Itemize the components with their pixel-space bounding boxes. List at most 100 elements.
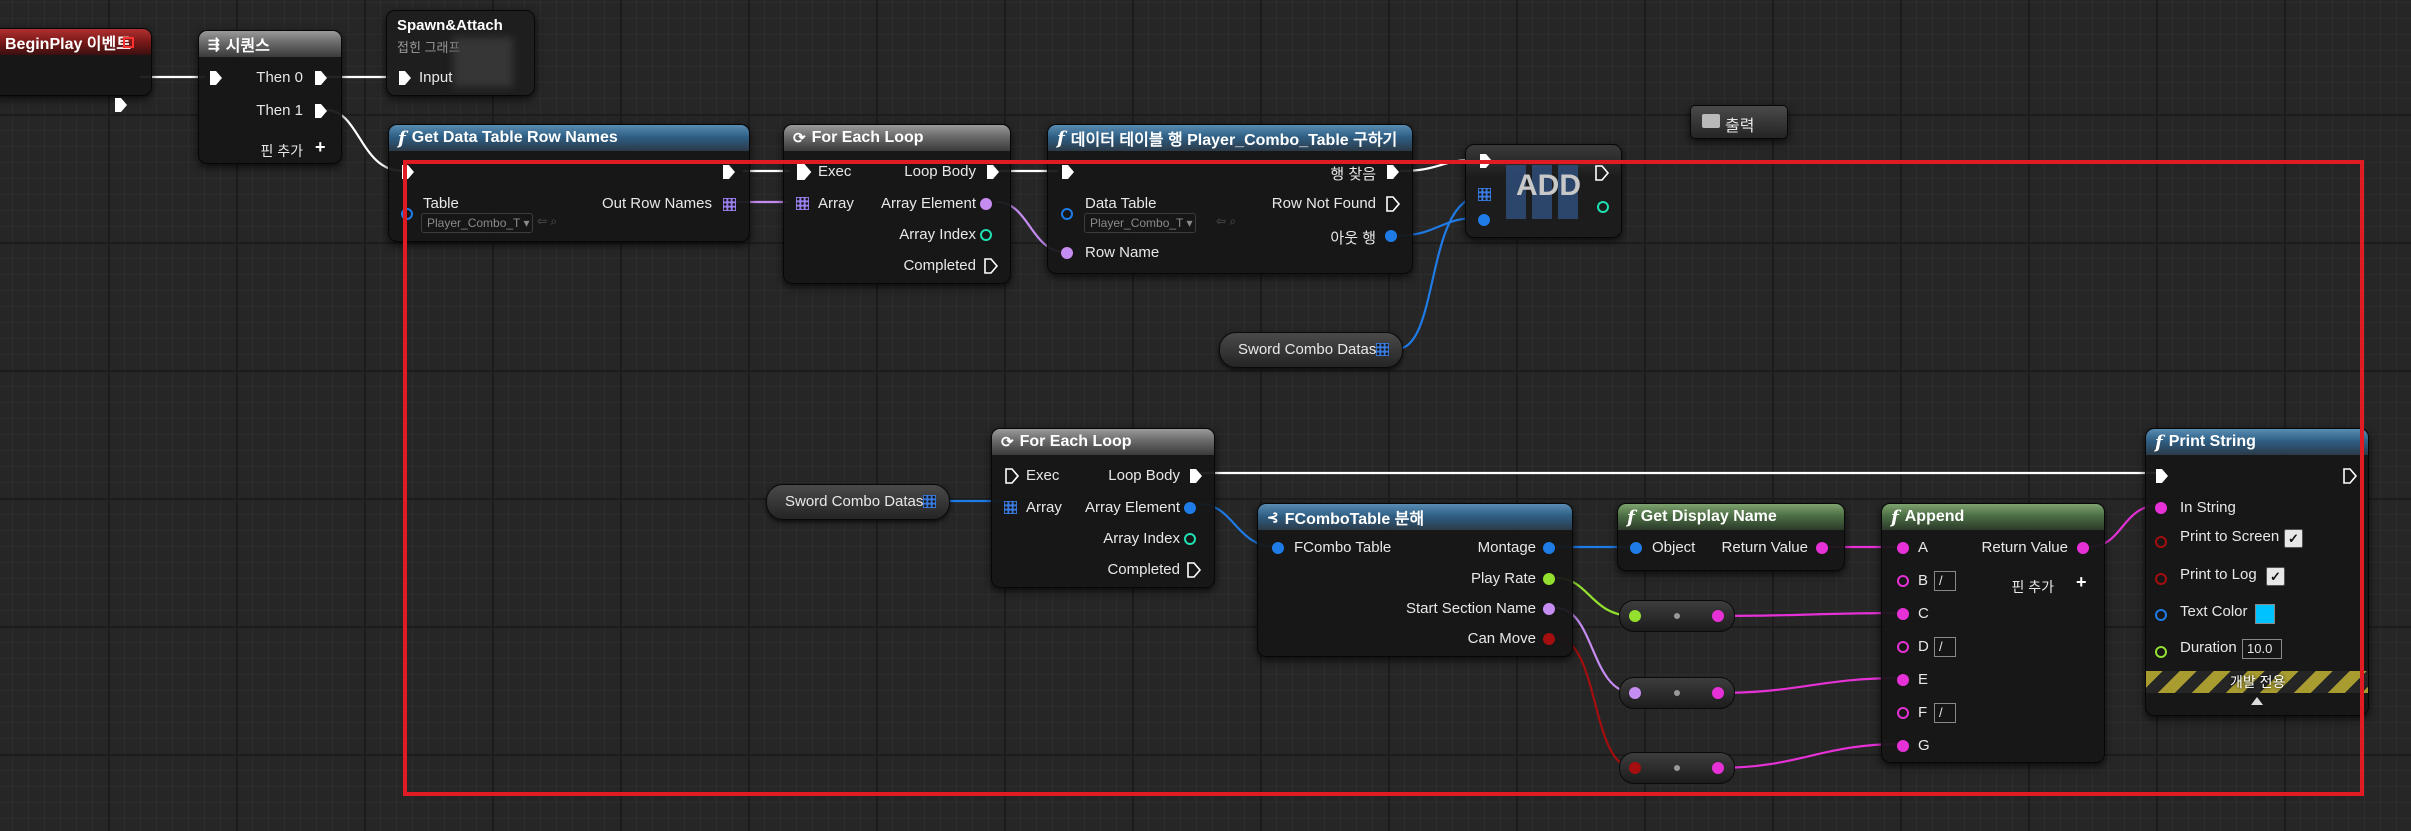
data-table-pin[interactable] bbox=[1061, 208, 1073, 220]
new-item-pin[interactable] bbox=[1478, 214, 1490, 226]
exec-in-pin[interactable] bbox=[2154, 468, 2170, 484]
duration-pin[interactable] bbox=[2155, 646, 2167, 658]
add-pin-label[interactable]: 핀 추가 bbox=[2011, 579, 2054, 595]
array-index-pin[interactable] bbox=[1184, 533, 1196, 545]
array-element-pin[interactable] bbox=[980, 198, 992, 210]
add-pin-label[interactable]: 핀 추가 bbox=[260, 143, 303, 159]
pin-g[interactable] bbox=[1897, 740, 1909, 752]
fcombo-table-input-pin[interactable] bbox=[1272, 542, 1284, 554]
loop-body-exec-pin[interactable] bbox=[985, 164, 1001, 180]
expand-arrow-icon[interactable] bbox=[2251, 697, 2263, 705]
sword-combo-datas-variable[interactable]: Sword Combo Datas bbox=[1219, 332, 1403, 368]
reroute-out-pin[interactable] bbox=[1712, 762, 1724, 774]
reroute-node-bool[interactable] bbox=[1619, 752, 1735, 784]
sword-combo-datas-variable-2[interactable]: Sword Combo Datas bbox=[766, 484, 950, 520]
print-to-log-pin[interactable] bbox=[2155, 573, 2167, 585]
d-input[interactable]: / bbox=[1934, 637, 1956, 657]
array-add-node[interactable]: ADD bbox=[1465, 144, 1622, 238]
spawn-attach-collapsed-node[interactable]: Spawn&Attach 접힌 그래프 Input bbox=[386, 10, 535, 96]
return-value-pin[interactable] bbox=[1816, 542, 1828, 554]
completed-exec-pin[interactable] bbox=[983, 258, 999, 274]
f-input[interactable]: / bbox=[1934, 703, 1956, 723]
function-icon: f bbox=[1891, 506, 1899, 528]
then1-exec-pin[interactable] bbox=[313, 103, 329, 119]
browse-icon[interactable]: ⇦ ⌕ bbox=[537, 214, 558, 228]
event-delegate-icon bbox=[123, 37, 134, 48]
variable-out-pin[interactable] bbox=[1376, 343, 1389, 356]
add-pin-icon[interactable]: + bbox=[2076, 572, 2087, 592]
b-input[interactable]: / bbox=[1934, 571, 1956, 591]
completed-exec-pin[interactable] bbox=[1186, 562, 1202, 578]
exec-out-pin[interactable] bbox=[113, 97, 129, 113]
montage-pin[interactable] bbox=[1543, 542, 1555, 554]
out-row-pin[interactable] bbox=[1385, 230, 1397, 242]
then0-exec-pin[interactable] bbox=[313, 70, 329, 86]
object-pin[interactable] bbox=[1630, 542, 1642, 554]
reroute-out-pin[interactable] bbox=[1712, 687, 1724, 699]
reroute-in-pin[interactable] bbox=[1629, 762, 1641, 774]
exec-in-pin[interactable] bbox=[1004, 468, 1020, 484]
text-color-pin[interactable] bbox=[2155, 609, 2167, 621]
exec-in-pin[interactable] bbox=[1060, 164, 1076, 180]
print-to-log-checkbox[interactable]: ✓ bbox=[2266, 567, 2285, 586]
browse-icon[interactable]: ⇦ ⌕ bbox=[1216, 214, 1237, 228]
pin-c[interactable] bbox=[1897, 608, 1909, 620]
array-input-pin[interactable] bbox=[796, 197, 809, 210]
exec-in-pin[interactable] bbox=[208, 70, 224, 86]
comment-bubble[interactable]: 출력 bbox=[1690, 105, 1788, 139]
add-pin-icon[interactable]: + bbox=[315, 137, 326, 157]
print-to-screen-checkbox[interactable]: ✓ bbox=[2284, 529, 2303, 548]
target-array-pin[interactable] bbox=[1478, 188, 1491, 201]
return-value-pin[interactable] bbox=[2077, 542, 2089, 554]
get-data-table-row-names-node[interactable]: f Get Data Table Row Names Table Player_… bbox=[388, 124, 750, 242]
exec-in-pin[interactable] bbox=[1478, 153, 1494, 169]
table-select-value: Player_Combo_T bbox=[427, 216, 521, 230]
get-display-name-node[interactable]: f Get Display Name Object Return Value bbox=[1617, 503, 1845, 571]
text-color-swatch[interactable] bbox=[2255, 604, 2275, 624]
out-row-names-array-pin[interactable] bbox=[723, 198, 736, 211]
data-table-select[interactable]: Player_Combo_T ▾ bbox=[1084, 213, 1196, 233]
exec-in-pin[interactable] bbox=[796, 164, 812, 180]
duration-input[interactable]: 10.0 bbox=[2242, 639, 2282, 659]
beginplay-event-node[interactable]: BeginPlay 이벤트 bbox=[0, 28, 152, 112]
get-data-table-row-node[interactable]: f 데이터 테이블 행 Player_Combo_Table 구하기 Data … bbox=[1047, 124, 1413, 274]
pin-b[interactable] bbox=[1897, 575, 1909, 587]
for-each-loop-node-1[interactable]: ⟳ For Each Loop Exec Array Loop Body Arr… bbox=[783, 124, 1011, 284]
reroute-node-float[interactable] bbox=[1619, 600, 1735, 632]
pin-f[interactable] bbox=[1897, 707, 1909, 719]
array-index-pin[interactable] bbox=[980, 229, 992, 241]
for-each-loop-node-2[interactable]: ⟳ For Each Loop Exec Array Loop Body Arr… bbox=[991, 428, 1215, 588]
reroute-node-name[interactable] bbox=[1619, 677, 1735, 709]
append-node[interactable]: f Append A B / C D / E F / G Return Valu… bbox=[1881, 503, 2105, 763]
can-move-pin[interactable] bbox=[1543, 633, 1555, 645]
row-not-found-exec-pin[interactable] bbox=[1385, 196, 1401, 212]
array-element-pin[interactable] bbox=[1184, 502, 1196, 514]
exec-out-pin[interactable] bbox=[721, 164, 737, 180]
sequence-node[interactable]: ⇶ 시퀀스 Then 0 Then 1 핀 추가 + bbox=[198, 30, 342, 164]
exec-out-pin[interactable] bbox=[1594, 165, 1610, 181]
node-title: FComboTable 분해 bbox=[1284, 511, 1425, 528]
index-out-pin[interactable] bbox=[1597, 201, 1609, 213]
exec-in-pin[interactable] bbox=[400, 164, 416, 180]
start-section-pin[interactable] bbox=[1543, 603, 1555, 615]
play-rate-pin[interactable] bbox=[1543, 573, 1555, 585]
in-string-pin[interactable] bbox=[2155, 502, 2167, 514]
print-string-node[interactable]: f Print String In String Print to Screen… bbox=[2145, 428, 2369, 716]
print-to-screen-pin[interactable] bbox=[2155, 536, 2167, 548]
loop-body-exec-pin[interactable] bbox=[1188, 468, 1204, 484]
exec-out-pin[interactable] bbox=[2342, 468, 2358, 484]
reroute-out-pin[interactable] bbox=[1712, 610, 1724, 622]
table-input-pin[interactable] bbox=[401, 208, 413, 220]
pin-d[interactable] bbox=[1897, 641, 1909, 653]
row-found-exec-pin[interactable] bbox=[1385, 164, 1401, 180]
pin-a[interactable] bbox=[1897, 542, 1909, 554]
reroute-in-pin[interactable] bbox=[1629, 687, 1641, 699]
array-input-pin[interactable] bbox=[1004, 501, 1017, 514]
break-fcombotable-node[interactable]: ⊰ FComboTable 분해 FCombo Table Montage Pl… bbox=[1257, 503, 1573, 657]
input-exec-pin[interactable] bbox=[397, 70, 413, 86]
table-select[interactable]: Player_Combo_T ▾ bbox=[421, 213, 533, 233]
variable-out-pin[interactable] bbox=[923, 495, 936, 508]
reroute-in-pin[interactable] bbox=[1629, 610, 1641, 622]
row-name-pin[interactable] bbox=[1061, 247, 1073, 259]
pin-e[interactable] bbox=[1897, 674, 1909, 686]
